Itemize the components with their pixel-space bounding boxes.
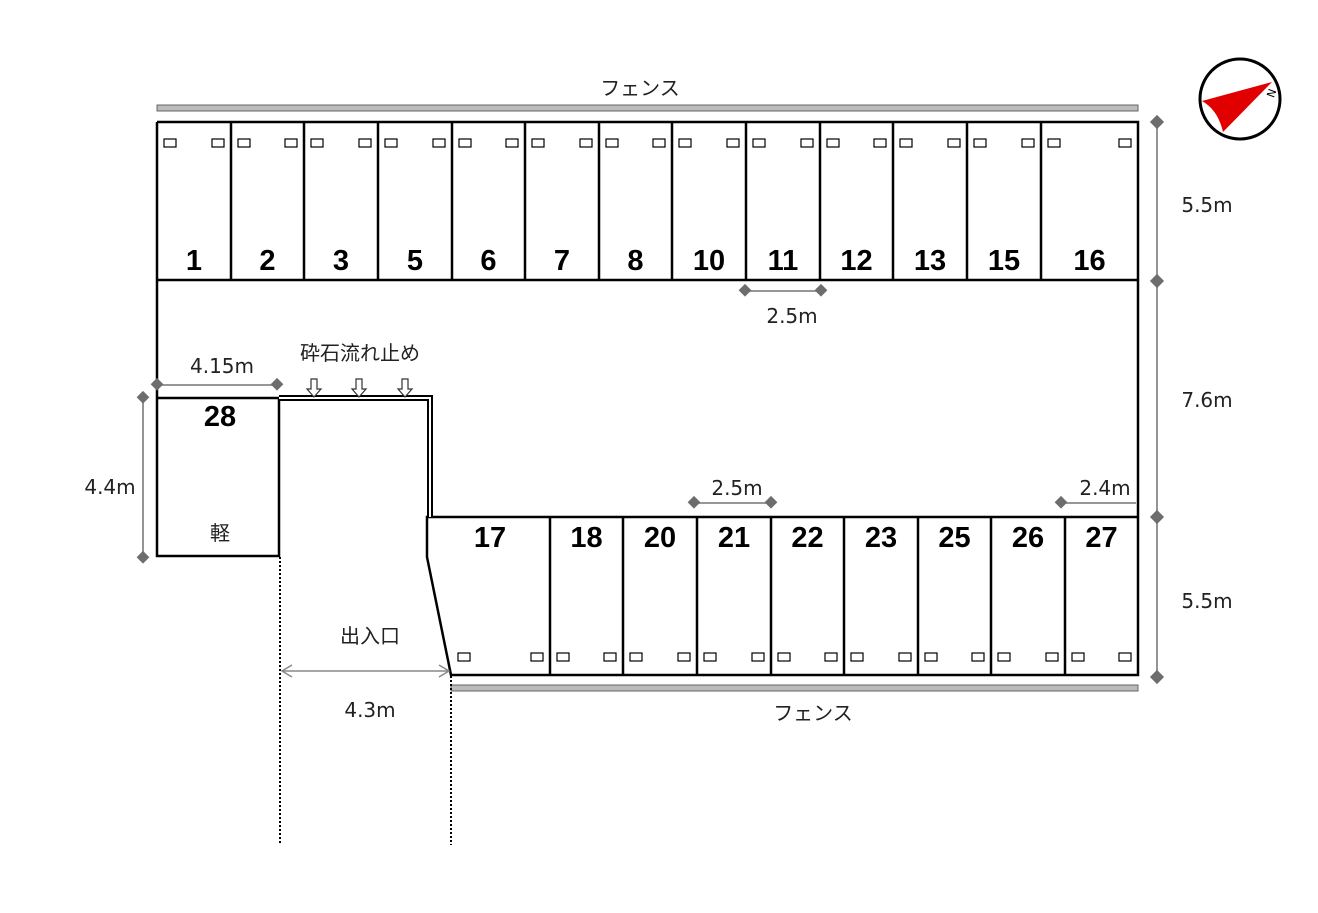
- parking-space-26: 26: [1012, 522, 1044, 554]
- wheel-stop: [457, 652, 471, 662]
- wheel-stop: [1118, 138, 1132, 148]
- wheel-stop: [310, 138, 324, 148]
- space28-depth-label: 4.4m: [84, 475, 135, 499]
- down-arrow-icons: [305, 378, 414, 398]
- wheel-stop: [973, 138, 987, 148]
- space28-width-dimension: [150, 377, 284, 391]
- gravel-stop-label: 砕石流れ止め: [300, 341, 420, 365]
- wheel-stop: [777, 652, 791, 662]
- parking-space-2: 2: [259, 245, 275, 277]
- wheel-stop: [824, 652, 838, 662]
- wheel-stop: [629, 652, 643, 662]
- top-width-dimension: [738, 283, 828, 297]
- wheel-stop: [358, 138, 372, 148]
- bottom-depth-label: 5.5m: [1181, 589, 1232, 613]
- parking-space-12: 12: [840, 245, 872, 277]
- space-28-number: 28: [204, 401, 236, 433]
- wheel-stop: [1021, 138, 1035, 148]
- wheel-stop: [284, 138, 298, 148]
- space-28-type: 軽: [210, 521, 230, 545]
- parking-space-20: 20: [644, 522, 676, 554]
- wheel-stop: [947, 138, 961, 148]
- wheel-stop: [800, 138, 814, 148]
- parking-space-27: 27: [1085, 522, 1117, 554]
- wheel-stop: [603, 652, 617, 662]
- wheel-stop: [505, 138, 519, 148]
- parking-space-15: 15: [988, 245, 1020, 277]
- wheel-stop: [1045, 652, 1059, 662]
- wheel-stop: [579, 138, 593, 148]
- wheel-stop: [752, 138, 766, 148]
- top-depth-label: 5.5m: [1181, 193, 1232, 217]
- wheel-stop: [1047, 138, 1061, 148]
- parking-space-6: 6: [480, 245, 496, 277]
- parking-space-18: 18: [570, 522, 602, 554]
- wheel-stop: [678, 138, 692, 148]
- entrance-dimension: [280, 664, 451, 678]
- fence-bottom: [450, 684, 1139, 692]
- entrance-label: 出入口: [340, 624, 400, 648]
- wheel-stop: [826, 138, 840, 148]
- bottom-width-label: 2.5m: [711, 476, 762, 500]
- space28-depth-dimension: [136, 390, 150, 564]
- wheel-stop: [531, 138, 545, 148]
- wheel-stop: [652, 138, 666, 148]
- wheel-stop: [899, 138, 913, 148]
- parking-space-7: 7: [554, 245, 570, 277]
- wheel-stop: [924, 652, 938, 662]
- wheel-stop: [971, 652, 985, 662]
- parking-space-8: 8: [627, 245, 643, 277]
- wheel-stop: [530, 652, 544, 662]
- parking-space-1: 1: [186, 245, 202, 277]
- wheel-stop: [384, 138, 398, 148]
- parking-space-25: 25: [938, 522, 970, 554]
- wheel-stop: [751, 652, 765, 662]
- wheel-stop: [997, 652, 1011, 662]
- parking-space-22: 22: [791, 522, 823, 554]
- wheel-stop: [726, 138, 740, 148]
- wheel-stop: [237, 138, 251, 148]
- parking-space-17: 17: [474, 522, 506, 554]
- wheel-stop: [605, 138, 619, 148]
- wheel-stop: [898, 652, 912, 662]
- wheel-stop: [1071, 652, 1085, 662]
- aisle-width-label: 7.6m: [1181, 388, 1232, 412]
- parking-space-10: 10: [693, 245, 725, 277]
- dimension-markers: [1149, 114, 1165, 685]
- wheel-stop: [703, 652, 717, 662]
- space28-width-label: 4.15m: [190, 354, 254, 378]
- gravel-stop-border: [279, 395, 433, 517]
- end-width-label: 2.4m: [1079, 476, 1130, 500]
- parking-space-11: 11: [768, 245, 799, 277]
- fence-top: [156, 104, 1139, 112]
- parking-space-5: 5: [407, 245, 423, 277]
- parking-space-23: 23: [865, 522, 897, 554]
- parking-space-16: 16: [1073, 245, 1105, 277]
- fence-bottom-label: フェンス: [773, 701, 853, 725]
- wheel-stop: [677, 652, 691, 662]
- wheel-stop: [163, 138, 177, 148]
- wheel-stop: [211, 138, 225, 148]
- north-arrow-icon: N: [1198, 57, 1282, 141]
- wheel-stop: [1118, 652, 1132, 662]
- wheel-stop: [873, 138, 887, 148]
- entrance-width-label: 4.3m: [344, 698, 395, 722]
- top-width-label: 2.5m: [766, 304, 817, 328]
- wheel-stop: [556, 652, 570, 662]
- parking-space-3: 3: [333, 245, 349, 277]
- wheel-stop: [432, 138, 446, 148]
- wheel-stop: [850, 652, 864, 662]
- parking-space-13: 13: [914, 245, 946, 277]
- fence-top-label: フェンス: [600, 76, 680, 100]
- wheel-stop: [458, 138, 472, 148]
- parking-space-21: 21: [718, 522, 750, 554]
